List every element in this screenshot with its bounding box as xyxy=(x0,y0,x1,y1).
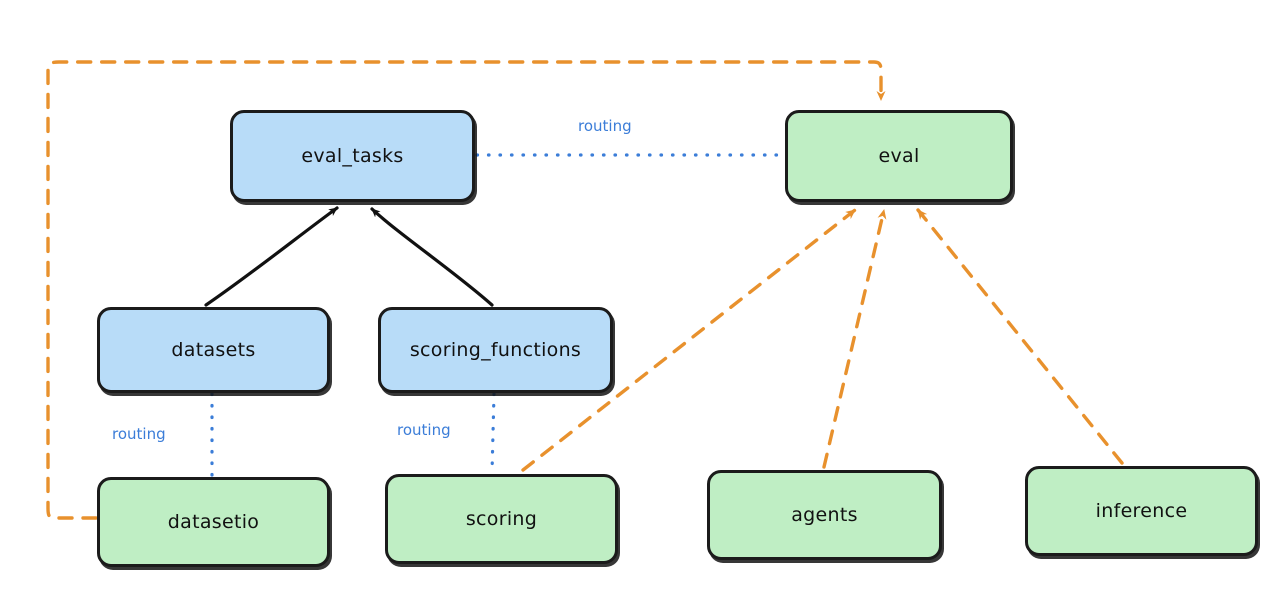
node-label-agents: agents xyxy=(791,504,858,526)
edge-scoring-functions-to-eval-tasks xyxy=(370,207,494,307)
node-label-scoring: scoring xyxy=(465,508,538,530)
node-label-datasets: datasets xyxy=(171,339,256,361)
node-label-scoring-functions: scoring_functions xyxy=(409,339,582,361)
node-label-eval: eval xyxy=(878,145,920,167)
node-scoring-functions[interactable]: scoring_functions xyxy=(378,307,613,393)
node-datasetio[interactable]: datasetio xyxy=(97,477,330,567)
edge-label-routing-scoring-functions: routing xyxy=(397,421,451,439)
node-label-datasetio: datasetio xyxy=(167,511,260,533)
edge-datasets-to-eval-tasks xyxy=(204,206,339,307)
node-datasets[interactable]: datasets xyxy=(97,307,330,393)
node-eval-tasks[interactable]: eval_tasks xyxy=(230,110,475,202)
edge-inference-to-eval xyxy=(916,208,1124,465)
edge-label-routing-datasets: routing xyxy=(112,425,166,443)
edge-label-routing-eval-tasks: routing xyxy=(578,117,632,135)
node-label-eval-tasks: eval_tasks xyxy=(301,145,404,167)
edge-scoring-functions-to-scoring xyxy=(490,392,496,475)
node-label-inference: inference xyxy=(1095,500,1188,522)
node-scoring[interactable]: scoring xyxy=(385,474,618,564)
node-agents[interactable]: agents xyxy=(707,470,942,560)
node-eval[interactable]: eval xyxy=(785,110,1013,202)
edge-datasetio-to-eval xyxy=(46,60,886,520)
node-inference[interactable]: inference xyxy=(1025,466,1258,556)
edge-agents-to-eval xyxy=(822,208,887,469)
